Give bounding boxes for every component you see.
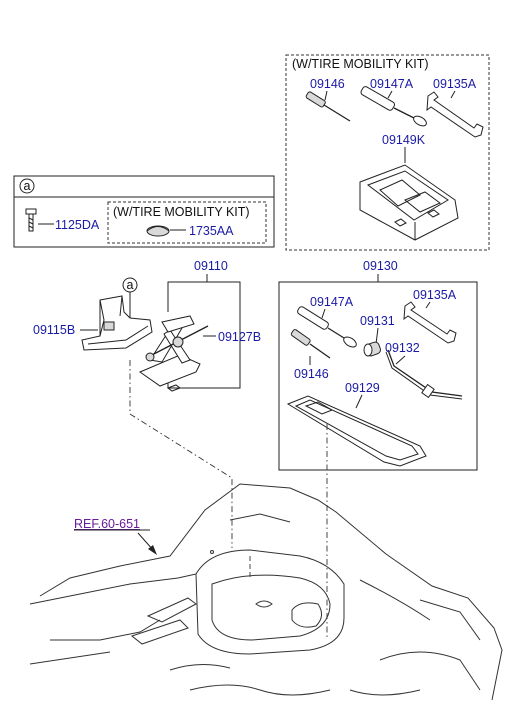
reference-label[interactable]: REF.60-651 [74, 517, 140, 531]
kit-box-title: (W/TIRE MOBILITY KIT) [292, 57, 429, 71]
plug-cap-icon [146, 225, 170, 237]
part-label-09135a[interactable]: 09135A [413, 288, 457, 302]
part-label-09147a-top[interactable]: 09147A [370, 77, 414, 91]
bolt-icon [25, 208, 37, 232]
part-label-09131[interactable]: 09131 [360, 314, 395, 328]
part-label-09127b[interactable]: 09127B [218, 330, 261, 344]
tire-mobility-kit-box: (W/TIRE MOBILITY KIT) 09146 09147A 09135… [285, 54, 490, 251]
part-label-09135a-top[interactable]: 09135A [433, 77, 477, 91]
legend-table: a 1125DA (W/TIRE MOBILITY KIT) 1735AA [13, 175, 275, 248]
screwdriver-icon [305, 91, 351, 122]
wrench-icon [426, 91, 484, 138]
part-label-09115b[interactable]: 09115B [33, 323, 75, 337]
part-label-09129[interactable]: 09129 [345, 381, 380, 395]
jack-marker: a [127, 278, 134, 292]
tool-bag-icon [286, 395, 427, 467]
tool-group: 09130 09147A 09135A 09131 09146 09132 09… [278, 259, 478, 471]
part-label-1125da[interactable]: 1125DA [55, 218, 100, 232]
valve-tool-icon [360, 86, 427, 127]
part-label-09147a[interactable]: 09147A [310, 295, 354, 309]
part-label-09146[interactable]: 09146 [294, 367, 329, 381]
part-label-09132[interactable]: 09132 [385, 341, 420, 355]
legend-subtitle: (W/TIRE MOBILITY KIT) [113, 205, 250, 219]
group-label-09130[interactable]: 09130 [363, 259, 398, 273]
wrench-lower-icon [403, 301, 457, 344]
floor-pan-outline [29, 483, 503, 701]
jack-group: 09110 a 09115B 09127B [33, 259, 261, 392]
location-leaders [129, 360, 328, 640]
part-label-09146-top[interactable]: 09146 [310, 77, 345, 91]
handle-bar-icon [385, 349, 463, 400]
group-label-09110[interactable]: 09110 [194, 259, 228, 273]
part-label-1735aa[interactable]: 1735AA [189, 224, 234, 238]
valve-tool-lower-icon [297, 306, 357, 348]
part-label-09149k[interactable]: 09149K [382, 133, 426, 147]
legend-marker: a [24, 179, 31, 193]
jack-holder-icon [81, 295, 153, 351]
screwdriver-lower-icon [290, 329, 331, 359]
scissor-jack-icon [138, 315, 209, 392]
socket-icon [363, 341, 382, 357]
storage-tray-icon [359, 164, 459, 241]
reference-arrow-icon [137, 532, 157, 555]
